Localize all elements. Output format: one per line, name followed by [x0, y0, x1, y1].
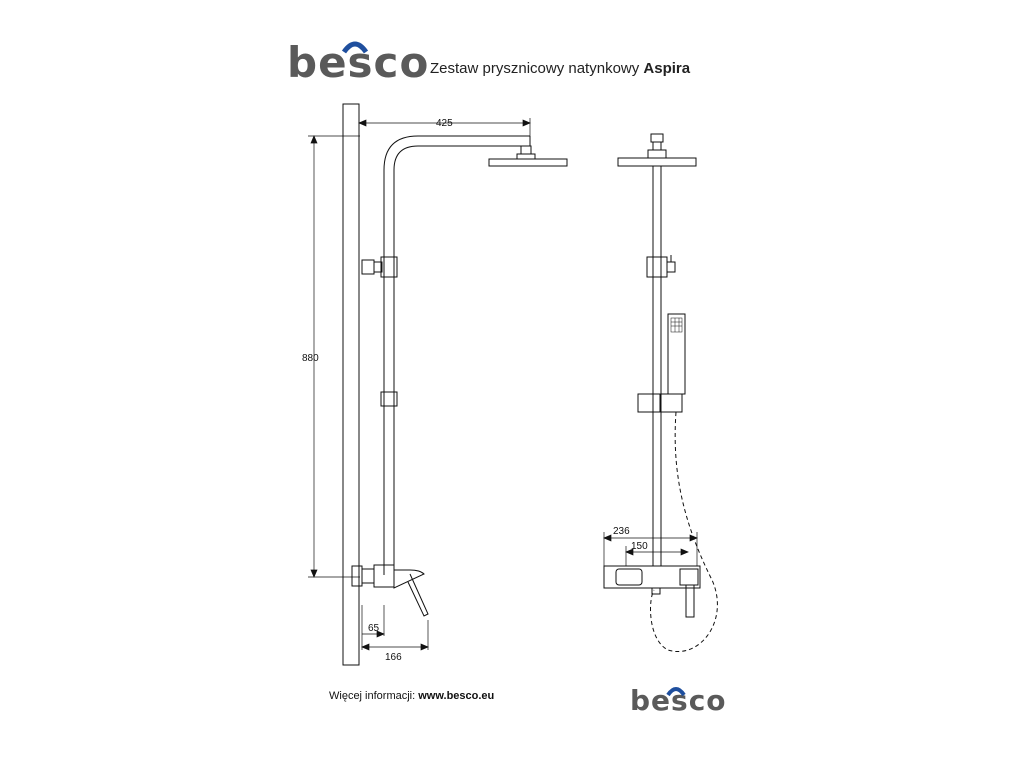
dimension-height	[308, 135, 360, 578]
dimension-arm-label: 425	[436, 118, 453, 129]
wall-bracket-upper	[361, 256, 398, 278]
water-drop-icon	[341, 41, 369, 54]
hand-shower-slider	[380, 391, 398, 407]
shower-pipe	[383, 135, 531, 575]
dimension-height-label: 880	[302, 353, 319, 364]
dimension-mixer	[361, 605, 429, 651]
page-title: Zestaw prysznicowy natynkowy Aspira	[430, 60, 690, 77]
footer-info: Więcej informacji: www.besco.eu	[329, 690, 494, 702]
water-drop-icon	[666, 687, 686, 697]
dimension-spacing-label: 150	[631, 541, 648, 552]
hand-shower-nozzles	[670, 317, 683, 333]
shower-pipe-front	[652, 166, 662, 566]
dimension-mixer-width	[603, 532, 698, 566]
dimension-width-label: 236	[613, 526, 630, 537]
shower-head-side	[488, 145, 568, 167]
dimension-depth-label: 166	[385, 652, 402, 663]
mixer-side	[351, 564, 429, 617]
mixer-front	[603, 565, 701, 618]
hand-shower-front	[637, 313, 686, 413]
shower-hose	[650, 411, 718, 652]
wall	[342, 103, 360, 666]
title-prefix: Zestaw prysznicowy natynkowy	[430, 60, 640, 77]
wall-bracket-front	[646, 255, 676, 278]
title-product: Aspira	[643, 60, 691, 77]
dimension-offset-label: 65	[368, 623, 380, 634]
footer-info-label: Więcej informacji:	[329, 690, 416, 702]
footer-info-link[interactable]: www.besco.eu	[418, 690, 495, 702]
shower-head-front	[617, 133, 697, 167]
